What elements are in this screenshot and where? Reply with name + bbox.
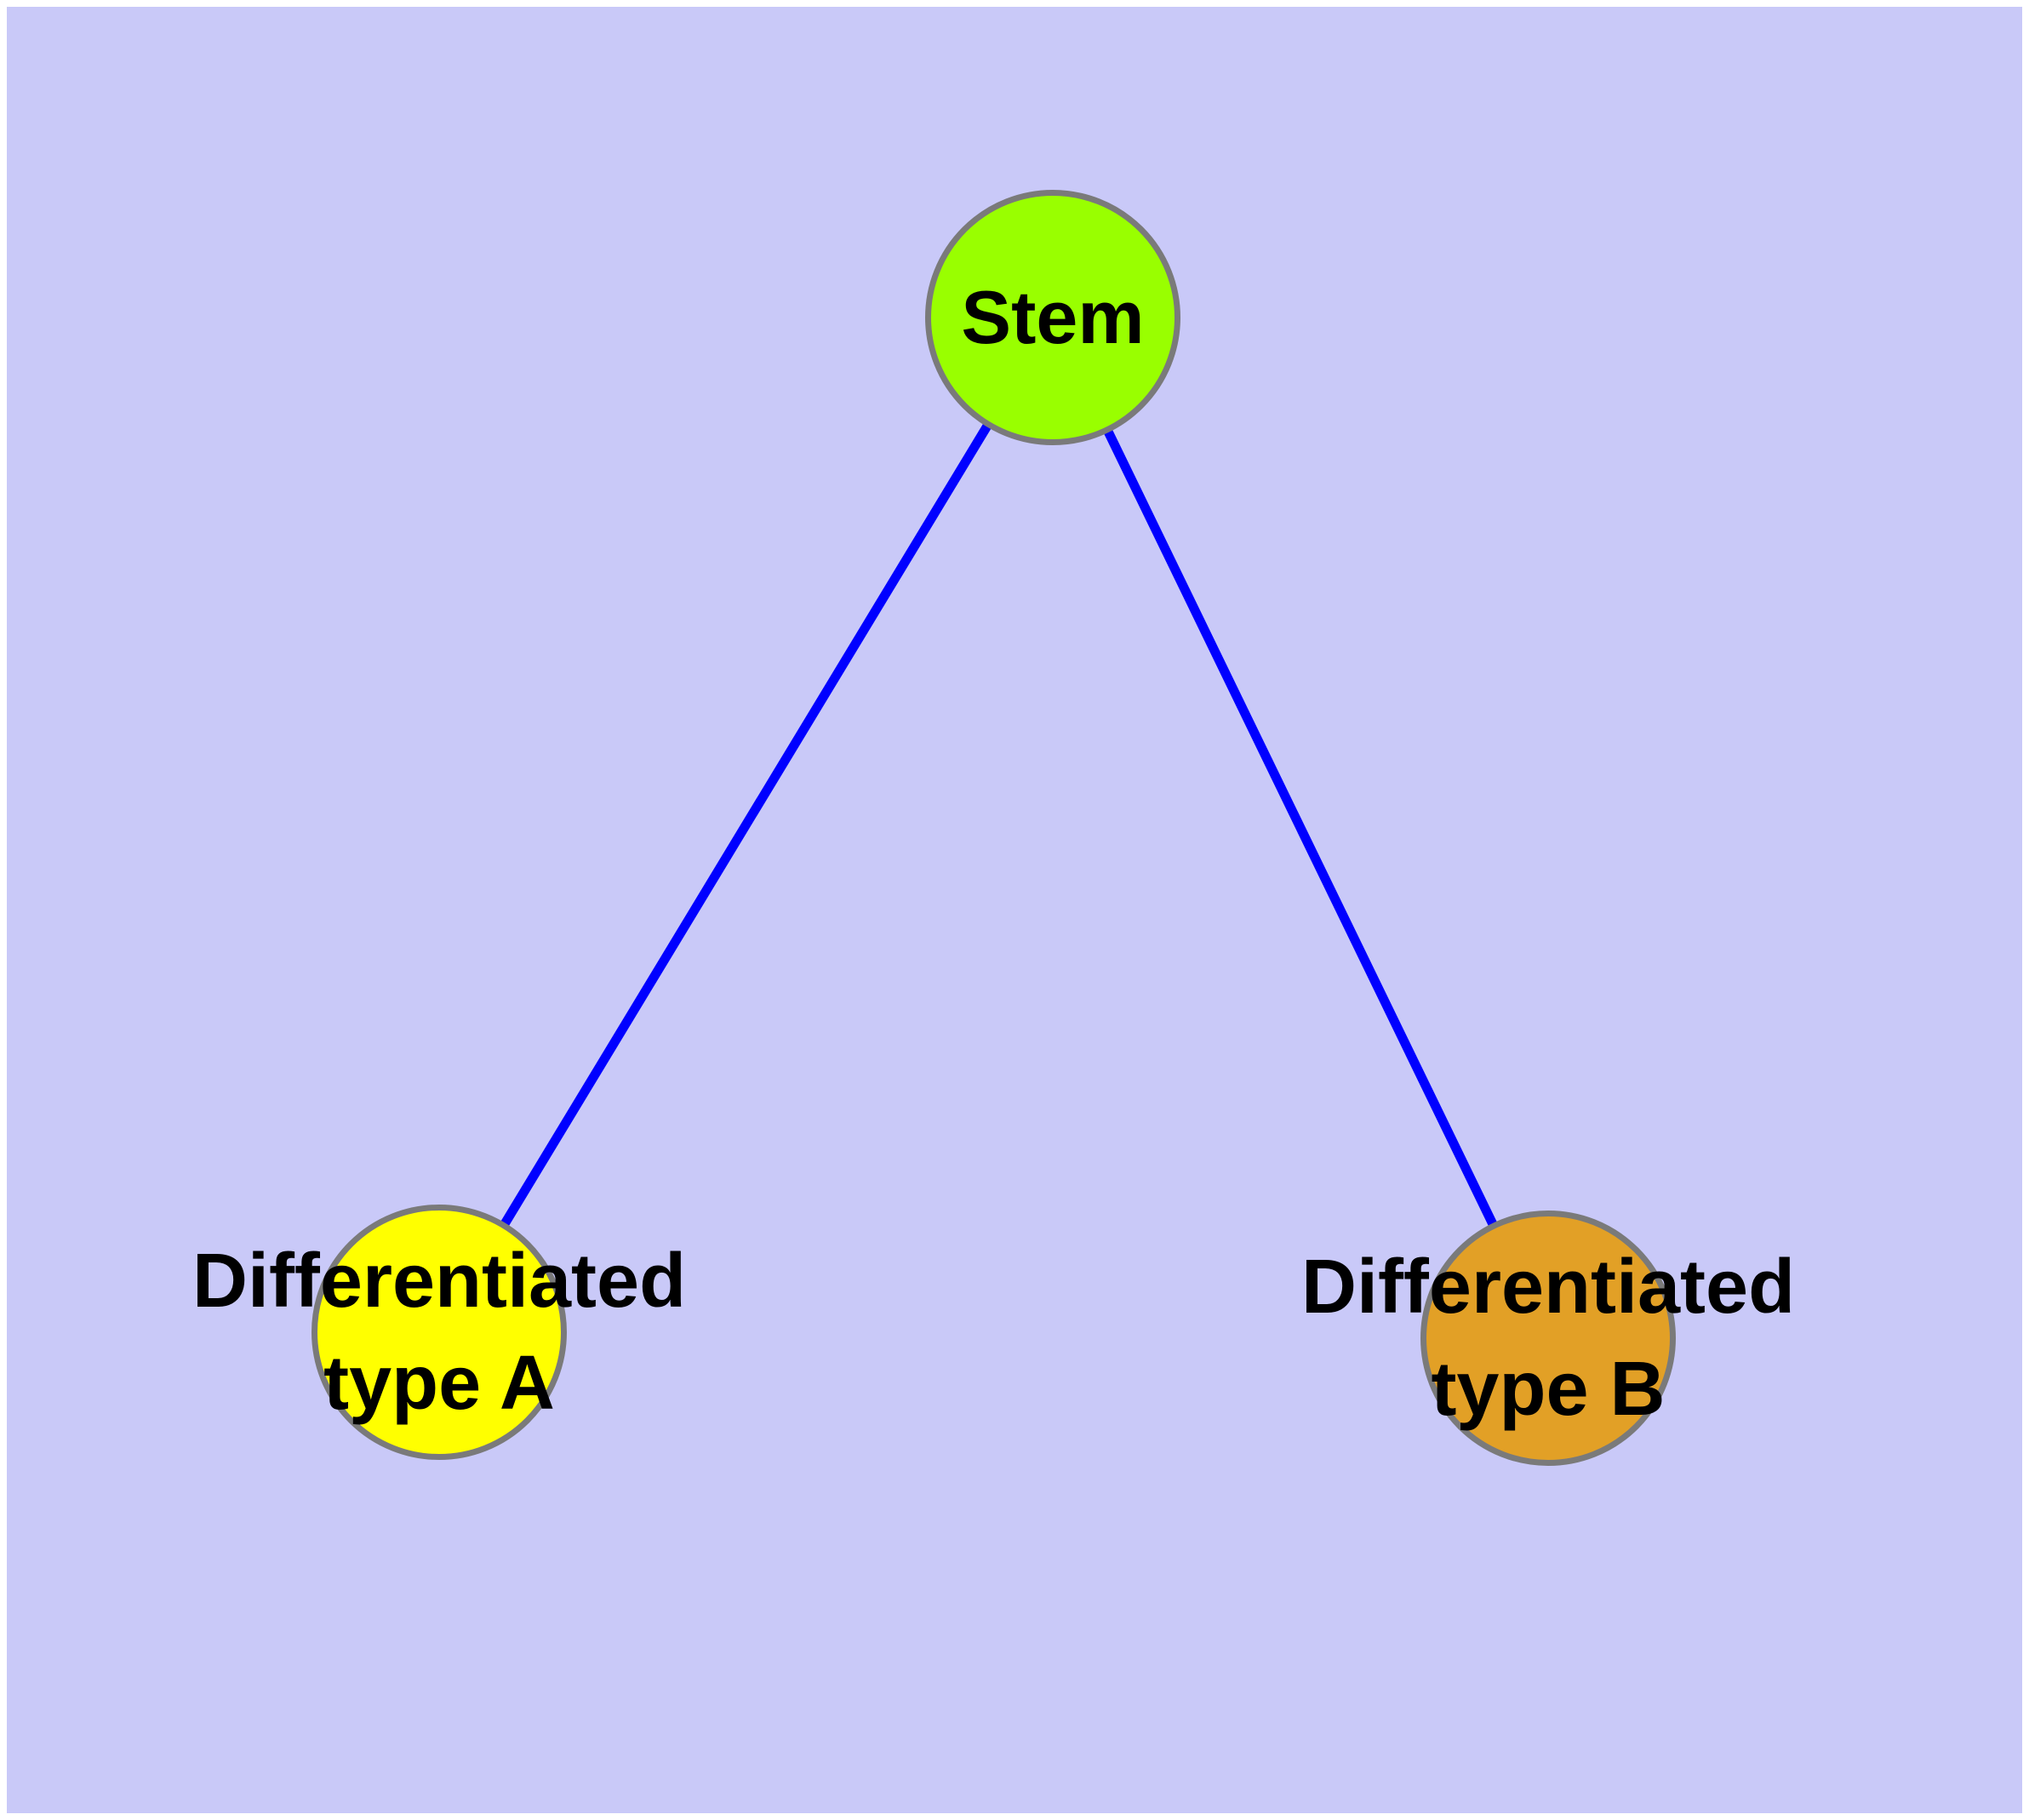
node-differentiated-type-a-label: Differentiated type A bbox=[192, 1230, 686, 1434]
node-a-label-line2: type A bbox=[323, 1341, 555, 1426]
node-a-label-line1: Differentiated bbox=[191, 1239, 687, 1324]
edge-stem-to-type-b bbox=[1049, 315, 1552, 1341]
node-stem: Stem bbox=[925, 190, 1180, 445]
node-differentiated-type-b bbox=[1420, 1210, 1676, 1466]
node-b-label-line1: Differentiated bbox=[1300, 1245, 1796, 1330]
node-b-label-line2: type B bbox=[1431, 1347, 1666, 1432]
node-stem-label: Stem bbox=[961, 275, 1145, 359]
node-differentiated-type-b-label: Differentiated type B bbox=[1301, 1236, 1795, 1440]
edge-stem-to-type-a bbox=[435, 315, 1057, 1335]
node-differentiated-type-a bbox=[311, 1205, 567, 1460]
